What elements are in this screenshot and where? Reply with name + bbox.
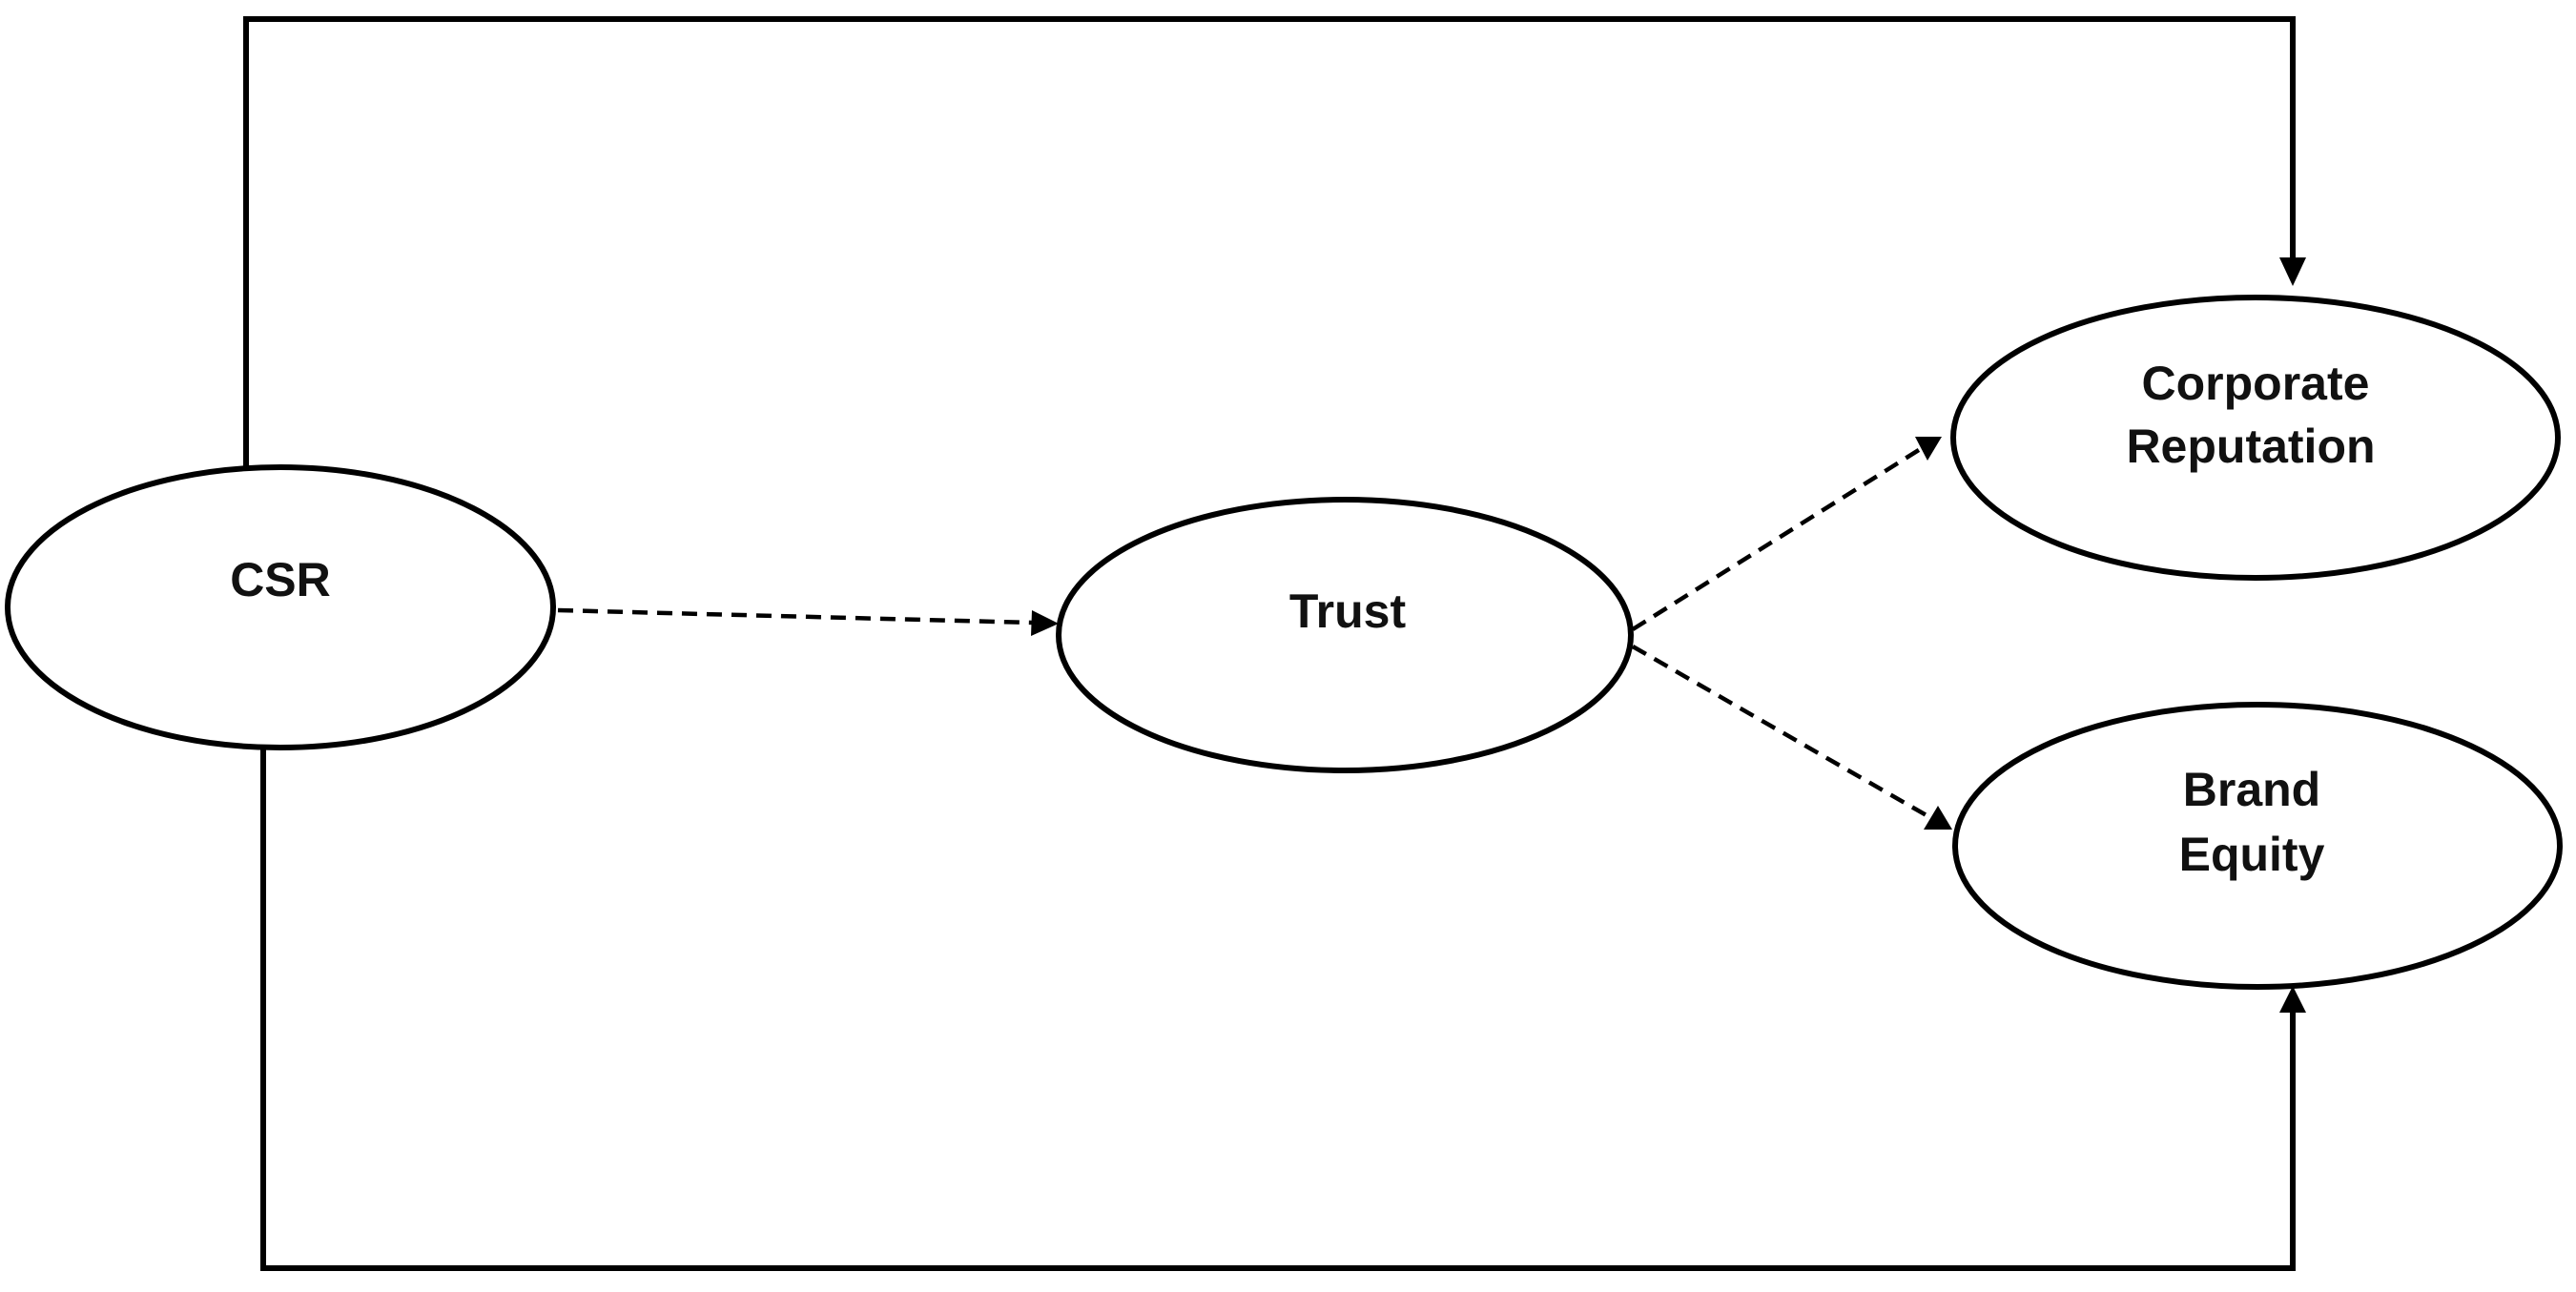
edge-trust-to-corporate-reputation [1631,437,1942,631]
node-corporate-reputation-ellipse [1950,295,2561,581]
edge-line-trust-brand-equity [1631,645,1933,820]
edge-line-csr-corporate-reputation [243,16,2296,467]
edge-csr-to-brand-equity [260,749,2306,1271]
node-trust: Trust [1056,497,1634,773]
node-corporate-reputation-label-line1: Corporate [2142,357,2370,410]
edge-line-csr-brand-equity [260,749,2296,1271]
edge-line-csr-trust [557,607,1033,625]
edge-line-trust-corporate-reputation [1631,446,1924,631]
arrowhead-right-icon [1031,610,1059,636]
arrowhead-down-right-icon [1924,806,1952,830]
node-brand-equity-ellipse [1952,702,2563,990]
edge-trust-to-brand-equity [1631,645,1952,830]
node-csr-ellipse [5,464,556,750]
node-csr: CSR [5,464,556,750]
node-trust-label: Trust [1289,584,1407,638]
arrowhead-down-icon [2279,257,2306,286]
arrowhead-up-right-icon [1915,437,1942,461]
arrowhead-up-icon [2279,986,2306,1013]
node-corporate-reputation: Corporate Reputation [1950,295,2561,581]
node-trust-ellipse [1056,497,1634,773]
node-corporate-reputation-label-line2: Reputation [2126,420,2375,473]
edge-csr-to-trust [557,607,1059,636]
node-brand-equity: Brand Equity [1952,702,2563,990]
node-brand-equity-label-line1: Brand [2183,763,2320,816]
node-brand-equity-label-line2: Equity [2179,828,2325,881]
edge-csr-to-corporate-reputation [243,16,2306,467]
node-csr-label: CSR [230,553,331,606]
